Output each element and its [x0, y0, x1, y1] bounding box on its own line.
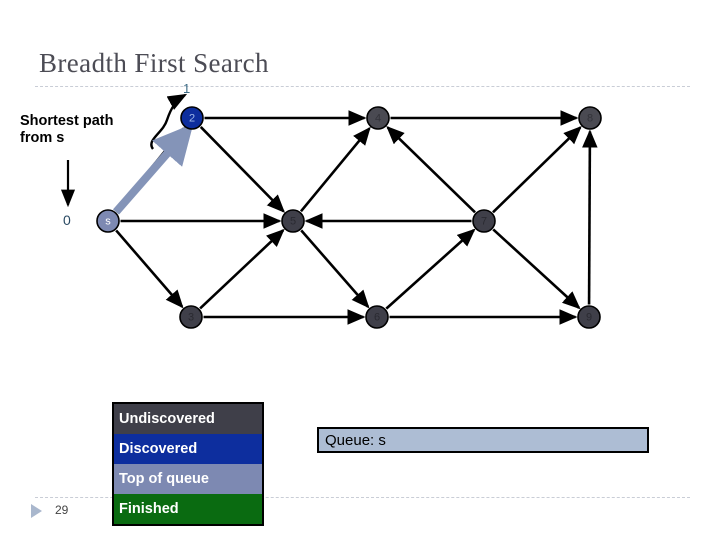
node-circle-3 [179, 305, 203, 329]
graph-node-5[interactable]: 5 [281, 209, 305, 233]
distance-label-source: 0 [63, 212, 71, 228]
queue-display: Queue: s [317, 427, 649, 453]
footer-bullet-icon [31, 504, 42, 518]
node-circle-4 [366, 106, 390, 130]
caption-line-1: Shortest path [20, 113, 114, 129]
graph-node-2[interactable]: 2 [180, 106, 204, 130]
graph-node-9[interactable]: 9 [577, 305, 601, 329]
legend-row-discovered: Discovered [114, 434, 262, 464]
highlight-edge-s-2 [112, 123, 194, 215]
node-circle-s [96, 209, 120, 233]
page-title: Breadth First Search [39, 48, 269, 78]
legend-row-finished: Finished [114, 494, 262, 524]
caption-line-2: from s [20, 130, 65, 146]
graph-edge-7-4 [386, 125, 476, 214]
graph-edge-s-3 [115, 229, 184, 309]
node-circle-9 [577, 305, 601, 329]
legend-row-undiscovered: Undiscovered [114, 404, 262, 434]
graph-node-3[interactable]: 3 [179, 305, 203, 329]
node-circle-2 [180, 106, 204, 130]
bottom-divider [35, 497, 690, 498]
graph-edge-5-4 [299, 126, 371, 213]
graph-edges [114, 110, 598, 325]
graph-edge-3-5 [199, 228, 285, 310]
graph-node-8[interactable]: 8 [578, 106, 602, 130]
node-circle-5 [281, 209, 305, 233]
top-divider [35, 86, 690, 87]
graph-edge-5-6 [300, 229, 370, 309]
slide-number: 29 [55, 503, 69, 517]
graph-node-4[interactable]: 4 [366, 106, 390, 130]
graph-edge-7-8 [492, 125, 582, 214]
graph-edge-6-7 [385, 228, 476, 310]
legend-box: Undiscovered Discovered Top of queue Fin… [112, 402, 264, 526]
graph-node-6[interactable]: 6 [365, 305, 389, 329]
node-circle-6 [365, 305, 389, 329]
graph-node-7[interactable]: 7 [472, 209, 496, 233]
graph-edge-9-8 [582, 129, 598, 305]
node-circle-8 [578, 106, 602, 130]
legend-row-top-of-queue: Top of queue [114, 464, 262, 494]
graph-node-s[interactable]: s [96, 209, 120, 233]
node-circle-7 [472, 209, 496, 233]
graph-edge-2-5 [199, 126, 286, 213]
distance-label-node2: 1 [183, 81, 191, 96]
graph-edge-7-9 [492, 228, 581, 310]
shortest-path-caption: Shortest path from s [20, 113, 150, 147]
